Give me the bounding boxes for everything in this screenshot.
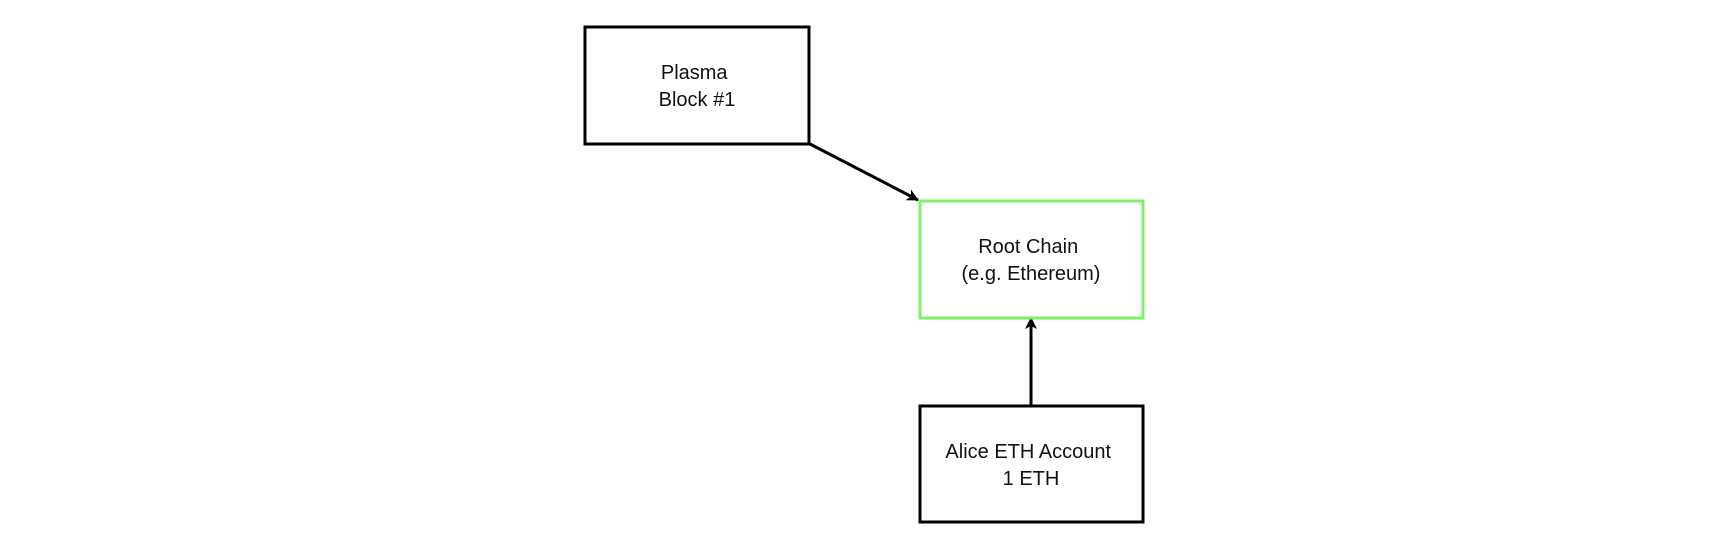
node-plasma-block-line-2: Block #1	[659, 89, 736, 111]
node-alice-account[interactable]: Alice ETH Account 1 ETH	[918, 404, 1145, 524]
edge-plasma-to-root	[809, 142, 919, 202]
node-plasma-block[interactable]: Plasma Block #1	[583, 25, 811, 146]
node-root-chain[interactable]: Root Chain (e.g. Ethereum)	[918, 199, 1145, 320]
node-root-chain-box	[918, 199, 1145, 320]
node-root-chain-line-1: Root Chain	[978, 236, 1078, 258]
node-alice-account-label: Alice ETH Account 1 ETH	[945, 441, 1116, 490]
node-alice-account-line-2: 1 ETH	[1003, 468, 1060, 490]
node-root-chain-line-2: (e.g. Ethereum)	[962, 263, 1101, 285]
node-plasma-block-line-1: Plasma	[661, 62, 729, 84]
node-alice-account-box	[918, 404, 1145, 524]
node-plasma-block-box	[583, 25, 811, 146]
node-alice-account-line-1: Alice ETH Account	[945, 441, 1111, 463]
node-plasma-block-label: Plasma Block #1	[659, 62, 736, 111]
node-root-chain-label: Root Chain (e.g. Ethereum)	[962, 236, 1101, 285]
